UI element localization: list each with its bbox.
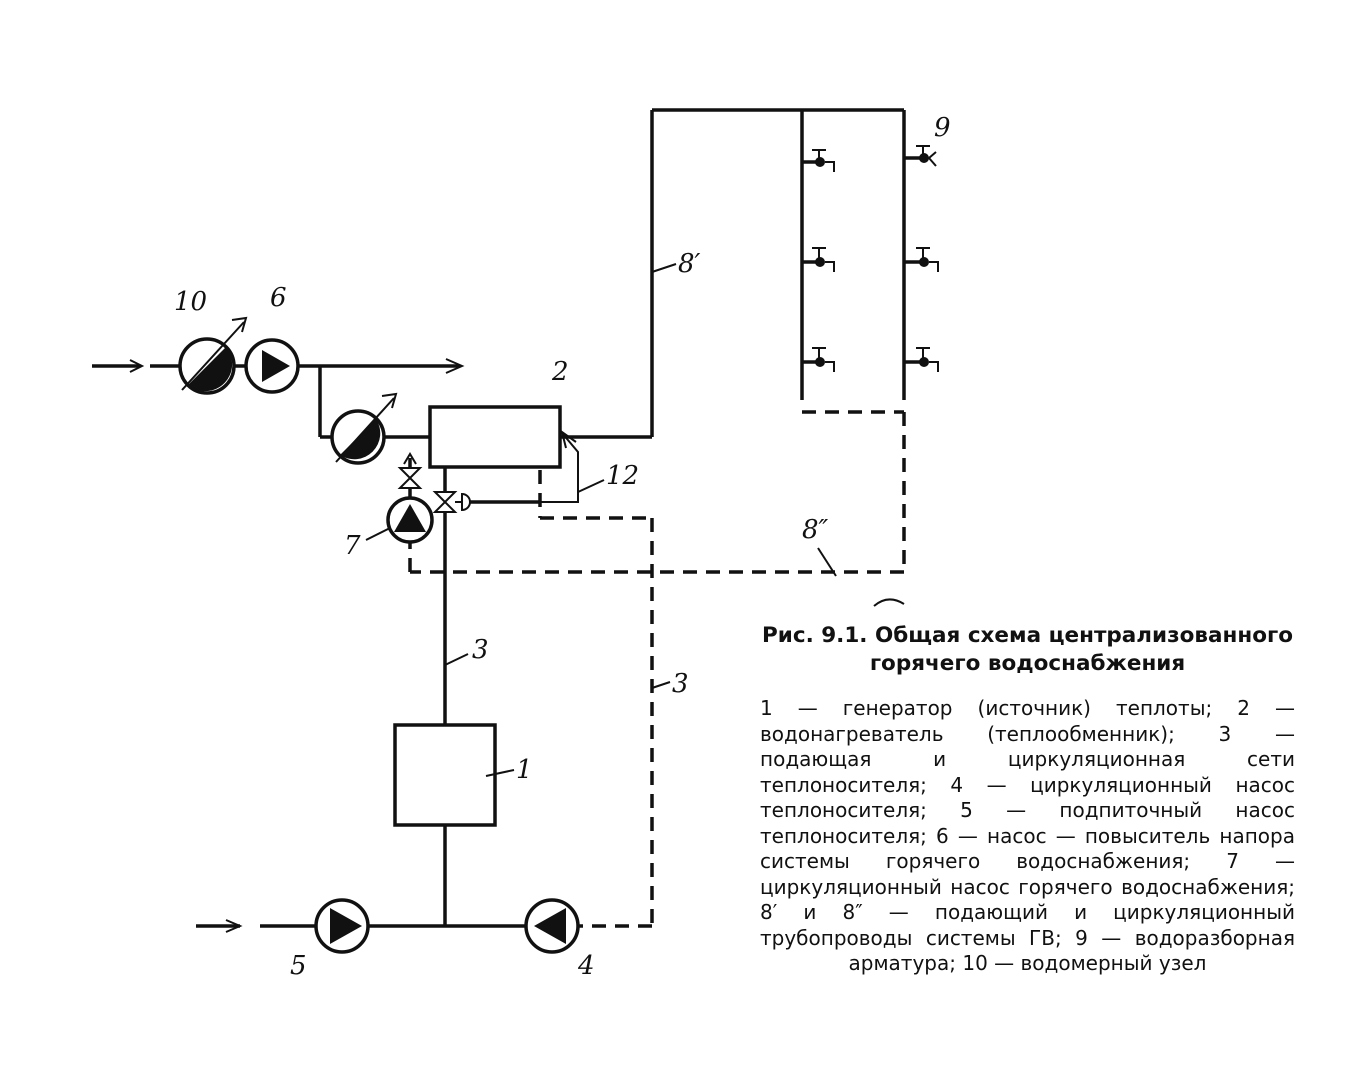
label-3-supply: 3 xyxy=(472,635,489,665)
heat-carrier-network xyxy=(196,470,671,933)
supply-valve-icon xyxy=(432,467,540,513)
heat-generator-box xyxy=(393,723,497,827)
tap-icon xyxy=(904,347,939,372)
label-12: 12 xyxy=(606,461,639,491)
caption-legend: 1 — генератор (источник) теплоты; 2 — во… xyxy=(760,696,1295,975)
draw-off-taps xyxy=(802,145,939,372)
label-2: 2 xyxy=(551,357,569,387)
label-1: 1 xyxy=(516,755,533,785)
label-9: 9 xyxy=(934,113,951,143)
tap-icon xyxy=(802,149,835,172)
supply-pipe-8-prime xyxy=(560,108,906,439)
label-7: 7 xyxy=(344,531,361,561)
label-5: 5 xyxy=(290,951,307,981)
label-3-return: 3 xyxy=(672,669,689,699)
tap-icon xyxy=(904,145,937,167)
label-8-double-prime: 8″ xyxy=(802,515,829,545)
label-4: 4 xyxy=(577,951,595,981)
water-heater-box xyxy=(428,405,562,469)
water-meter-2-icon xyxy=(330,392,398,465)
control-line-12 xyxy=(540,429,605,503)
tap-icon xyxy=(802,347,835,372)
booster-pump-icon xyxy=(244,338,300,394)
label-leader xyxy=(485,769,515,777)
label-6: 6 xyxy=(270,283,287,313)
tap-icon xyxy=(802,247,835,272)
label-8-prime: 8′ xyxy=(678,249,701,279)
figure-caption: Рис. 9.1. Общая схема централизованного … xyxy=(760,622,1295,977)
tap-icon xyxy=(904,247,939,272)
circulation-pump-4-icon xyxy=(524,898,580,954)
circulation-pipe-8-double-prime xyxy=(408,410,906,607)
caption-title: Рис. 9.1. Общая схема централизованного … xyxy=(762,623,1293,676)
label-10: 10 xyxy=(174,287,207,317)
cold-water-inlet-line xyxy=(92,358,465,439)
water-meter-icon xyxy=(178,316,248,395)
makeup-pump-icon xyxy=(314,898,370,954)
circulation-pump-7-icon xyxy=(365,452,434,544)
